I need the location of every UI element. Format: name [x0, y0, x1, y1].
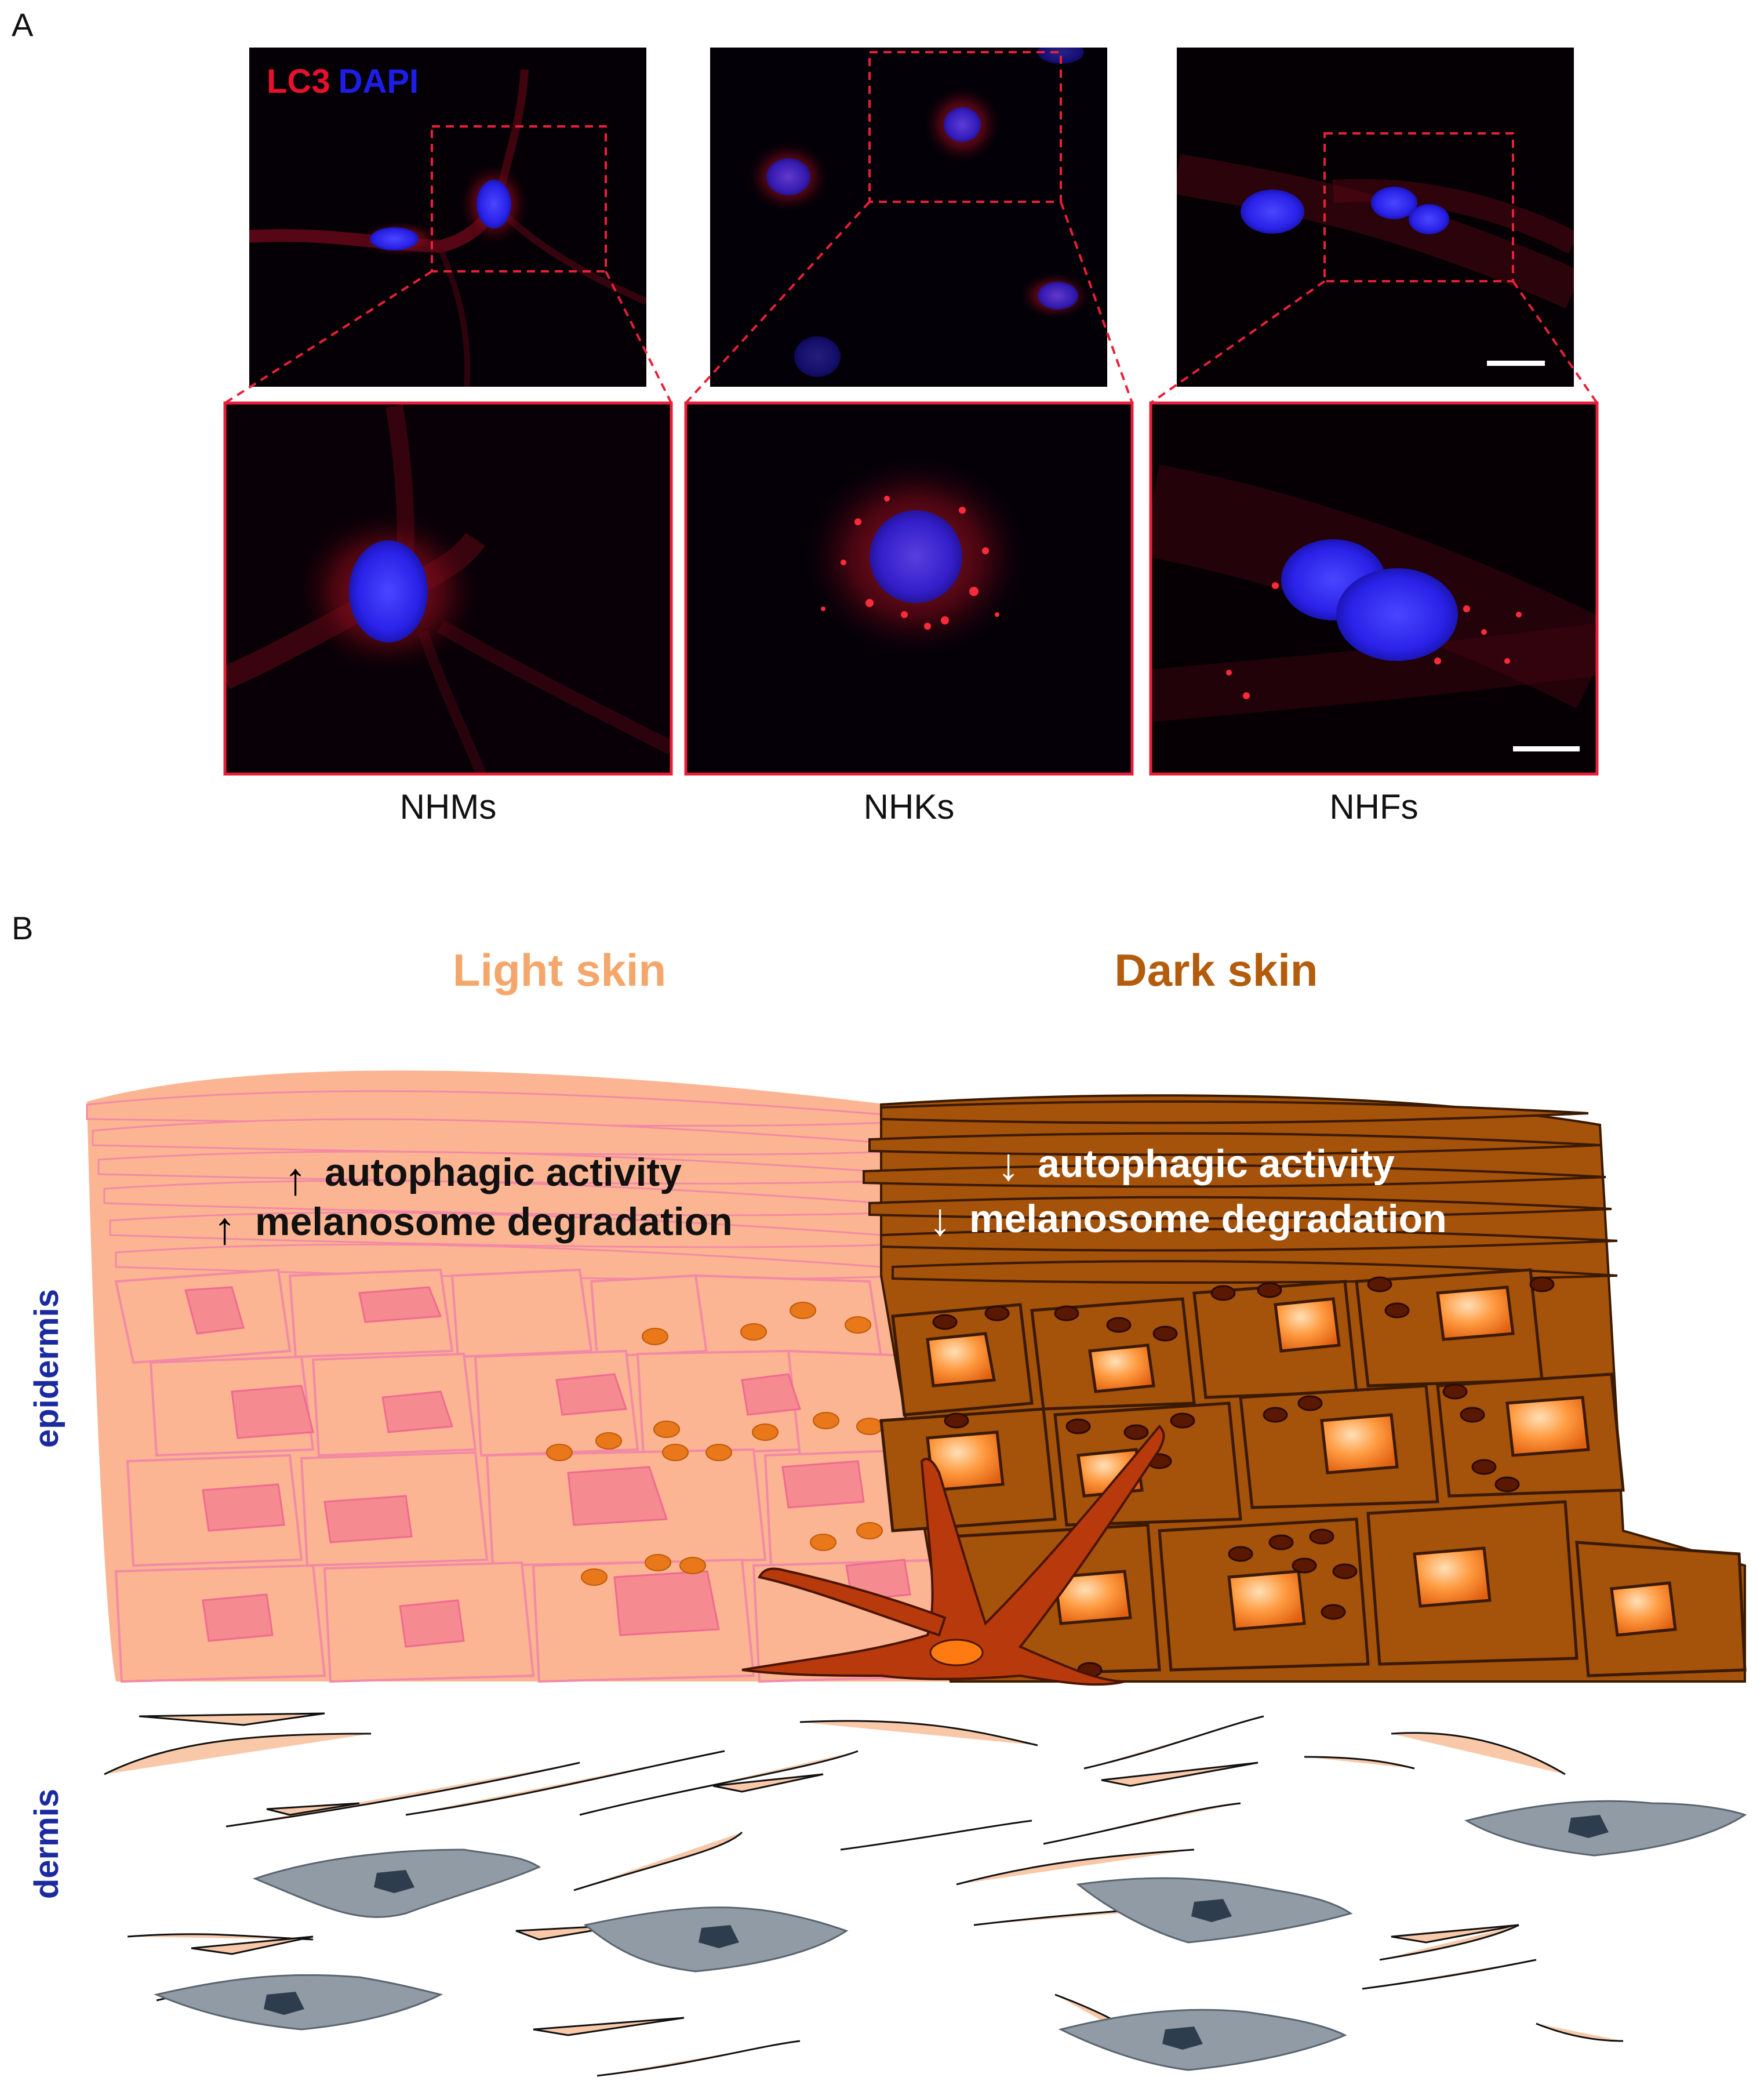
- micrograph-nhms-overview: [249, 48, 646, 387]
- micrograph-nhms-zoom: [225, 403, 671, 774]
- zoom-frame-nhks: [684, 401, 1134, 776]
- zoom-frame-nhfs: [1149, 401, 1599, 776]
- dermis-fibroblasts: [154, 1800, 1747, 2071]
- caption-nhks: NHKs: [864, 787, 955, 826]
- panel-a-label: A: [12, 6, 34, 43]
- light-skin-epidermis: [86, 1070, 958, 1683]
- zoom-frame-nhms: [223, 401, 673, 776]
- zoom-connectors: [224, 201, 1598, 404]
- panel-b-label: B: [12, 910, 33, 946]
- melanocyte: [741, 1425, 1165, 1686]
- light-melanosome-text: melanosome degradation: [255, 1200, 733, 1244]
- dapi-label: DAPI: [339, 63, 419, 100]
- caption-nhms: NHMs: [400, 787, 497, 826]
- light-skin-title: Light skin: [453, 945, 666, 996]
- micrograph-nhfs-zoom: [1151, 403, 1597, 774]
- inset-box-nhms: [431, 125, 607, 273]
- dark-skin-epidermis: [863, 1094, 1747, 1683]
- inset-box-nhks: [868, 51, 1062, 203]
- dark-arrow-2: ↓: [929, 1194, 951, 1245]
- inset-box-nhfs: [1323, 132, 1514, 282]
- scale-bar-zoom: [1513, 746, 1580, 751]
- melanocyte-nucleus: [929, 1639, 984, 1666]
- dark-annotations: ↓ autophagic activity ↓ melanosome degra…: [929, 1139, 1447, 1245]
- epidermis-label: epidermis: [28, 1289, 66, 1448]
- light-arrow-1: ↑: [284, 1153, 307, 1204]
- scale-bar-overview: [1487, 361, 1545, 366]
- lc3-label: LC3: [267, 63, 330, 100]
- light-autophagic-text: autophagic activity: [325, 1150, 682, 1194]
- light-arrow-2: ↑: [213, 1203, 236, 1254]
- micrograph-nhfs-overview: [1177, 48, 1574, 387]
- light-annotations: ↑ autophagic activity ↑ melanosome degra…: [213, 1150, 733, 1254]
- caption-nhfs: NHFs: [1329, 787, 1418, 826]
- dark-melanosome-text: melanosome degradation: [969, 1197, 1447, 1241]
- dark-skin-title: Dark skin: [1114, 945, 1318, 996]
- micrograph-nhks-zoom: [686, 403, 1132, 774]
- micrograph-nhks-overview: [710, 48, 1107, 387]
- dermis-label: dermis: [28, 1789, 66, 1899]
- dark-arrow-1: ↓: [997, 1139, 1020, 1190]
- dark-autophagic-text: autophagic activity: [1038, 1142, 1395, 1186]
- dermis-fibers: [104, 1712, 1624, 2077]
